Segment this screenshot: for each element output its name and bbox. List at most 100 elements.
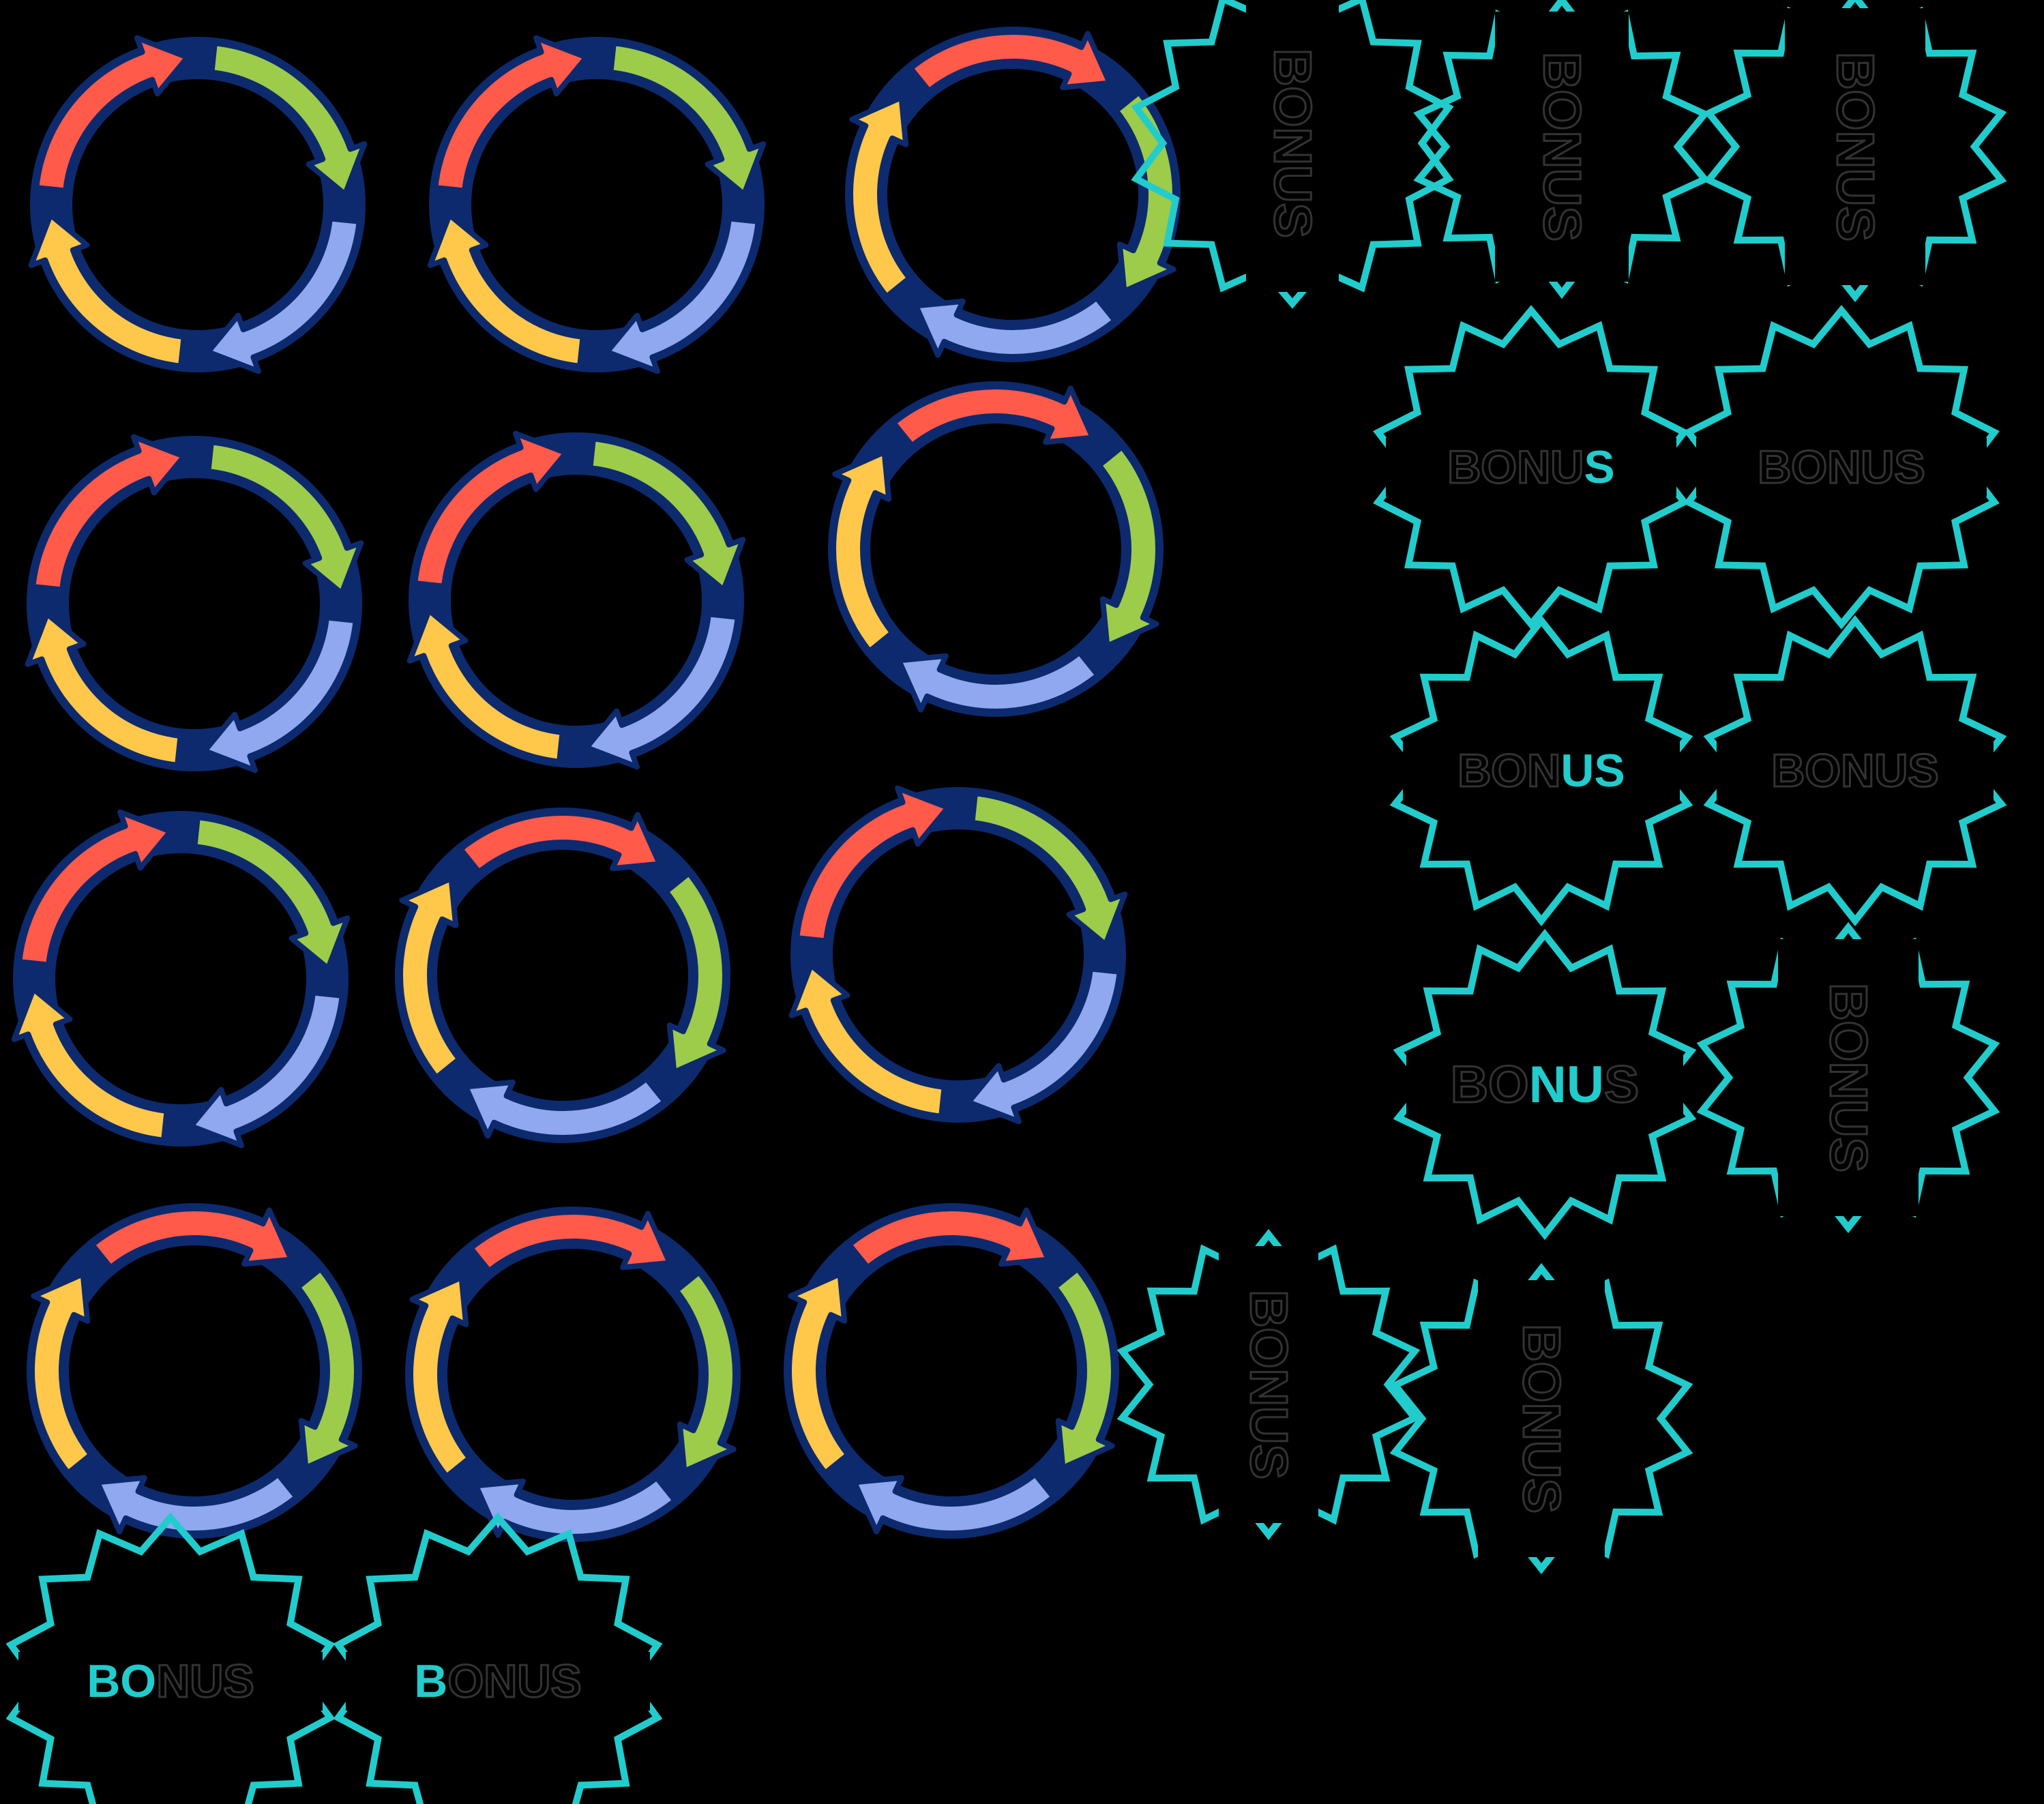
bonus-label-part: BONUS <box>1263 48 1322 238</box>
cycle-arrow-segment <box>587 436 746 593</box>
starburst-outline <box>5 1512 336 1804</box>
cycle-arrow-segment <box>584 611 741 770</box>
bonus-label: BONUS <box>414 1655 582 1707</box>
bonus-badge: BONUS <box>1116 1228 1421 1541</box>
cycle-arrow-segment <box>295 1266 359 1471</box>
starburst-outline <box>1393 928 1697 1241</box>
starburst-outline <box>1131 0 1454 309</box>
cycle-4-arrow <box>406 430 746 770</box>
bonus-label-part: S <box>1604 1056 1639 1114</box>
cycle-arrow-segment <box>188 990 345 1149</box>
bonus-label-part: BONUS <box>1826 52 1884 241</box>
cycle-outline <box>13 811 349 1147</box>
bonus-label-highlight: US <box>1560 745 1625 797</box>
cycle-arrow-segment <box>427 212 586 369</box>
cycle-arrow-segment <box>891 384 1096 449</box>
bonus-label-part: BO <box>1451 1056 1529 1114</box>
cycle-arrow-segment <box>608 40 767 197</box>
cycle-arrow-segment <box>788 962 947 1119</box>
bonus-badge: BONUS <box>1393 928 1697 1241</box>
cycle-4-arrow <box>28 35 368 374</box>
bonus-ribbon <box>1386 438 1676 497</box>
starburst-outline <box>1683 305 2000 630</box>
bonus-ribbon <box>1696 438 1987 497</box>
bonus-badge: BONUS <box>1696 921 2000 1234</box>
starburst-outline <box>1696 921 2000 1234</box>
bonus-label-part: ONUS <box>447 1655 581 1707</box>
starburst-outline <box>1389 1262 1693 1575</box>
cycle-outline <box>395 808 730 1143</box>
bonus-ribbon <box>1406 1052 1683 1117</box>
cycle-arrow-segment <box>473 1475 678 1539</box>
bonus-label-part: BONUS <box>1819 983 1878 1172</box>
cycle-arrow-segment <box>846 1206 1052 1271</box>
bonus-label: BONUS <box>1451 1056 1639 1114</box>
bonus-label-highlight: S <box>1584 441 1614 493</box>
cycle-arrow-segment <box>432 35 589 194</box>
cycle-arrow-segment <box>412 430 569 589</box>
cycle-outline <box>845 27 1181 362</box>
cycle-4-arrow <box>395 808 730 1143</box>
cycle-outline <box>828 381 1164 717</box>
bonus-label-part: BONUS <box>1758 441 1925 493</box>
starburst-outline <box>333 1512 663 1804</box>
bonus-label-part: BONU <box>1447 441 1584 493</box>
cycle-arrow-segment <box>25 611 183 768</box>
bonus-ribbon <box>1785 8 1925 285</box>
bonus-label: BONUS <box>1532 52 1591 241</box>
bonus-label: BONUS <box>1263 48 1322 238</box>
cycle-arrow-segment <box>848 94 913 299</box>
bonus-label-part: NUS <box>156 1655 254 1707</box>
bonus-label: BONUS <box>1512 1324 1571 1513</box>
cycle-arrow-segment <box>794 785 951 944</box>
starburst-outline <box>1703 0 2007 303</box>
bonus-badge: BONUS <box>1131 0 1454 309</box>
bonus-label: BONUS <box>1771 745 1939 797</box>
cycle-arrow-segment <box>908 29 1113 94</box>
bonus-ribbon <box>346 1652 650 1711</box>
cycle-arrow-segment <box>16 809 173 968</box>
bonus-label: BONUS <box>1239 1290 1298 1479</box>
cycle-arrow-segment <box>192 814 351 971</box>
cycle-arrow-segment <box>604 216 761 374</box>
bonus-label-part: BONUS <box>1771 745 1939 797</box>
cycle-4-arrow <box>845 27 1181 362</box>
bonus-badge: BONUS <box>1703 0 2007 303</box>
bonus-badge: BONUS <box>333 1512 663 1804</box>
cycle-arrow-segment <box>28 212 187 369</box>
bonus-badge: BONUS <box>5 1512 336 1804</box>
cycle-4-arrow <box>828 381 1164 717</box>
cycle-arrow-segment <box>1096 444 1161 649</box>
cycle-arrow-segment <box>33 35 190 194</box>
cycle-arrow-segment <box>673 1269 738 1475</box>
bonus-badge: BONUS <box>1389 615 1693 927</box>
bonus-label: BONUS <box>1819 983 1878 1172</box>
cycle-arrow-segment <box>205 216 362 374</box>
bonus-label-part: BONUS <box>1512 1324 1571 1513</box>
cycle-arrow-segment <box>30 434 187 593</box>
cycle-arrow-segment <box>895 649 1101 714</box>
cycle-4-arrow <box>11 809 351 1149</box>
starburst-outline <box>1389 615 1693 927</box>
bonus-ribbon <box>1778 939 1919 1216</box>
starburst-outline <box>1703 615 2007 927</box>
starburst-outline <box>1373 305 1689 630</box>
bonus-ribbon <box>1403 741 1680 800</box>
cycle-arrow-segment <box>89 1206 295 1271</box>
cycle-arrow-segment <box>913 295 1118 359</box>
bonus-ribbon <box>1219 1246 1318 1523</box>
cycle-4-arrow <box>784 1203 1119 1539</box>
bonus-badge: BONUS <box>1703 615 2007 927</box>
cycle-outline <box>429 37 765 372</box>
cycle-arrow-segment <box>663 870 728 1076</box>
cycle-4-arrow <box>27 1203 362 1539</box>
bonus-label-part: BONUS <box>1239 1290 1298 1479</box>
cycle-arrow-segment <box>398 875 462 1080</box>
cycle-arrow-segment <box>786 1271 851 1476</box>
bonus-label-highlight: BO <box>87 1655 156 1707</box>
bonus-badge: BONUS <box>1389 1262 1693 1575</box>
cycle-arrow-segment <box>458 810 663 875</box>
starburst-outline <box>1116 1228 1421 1541</box>
